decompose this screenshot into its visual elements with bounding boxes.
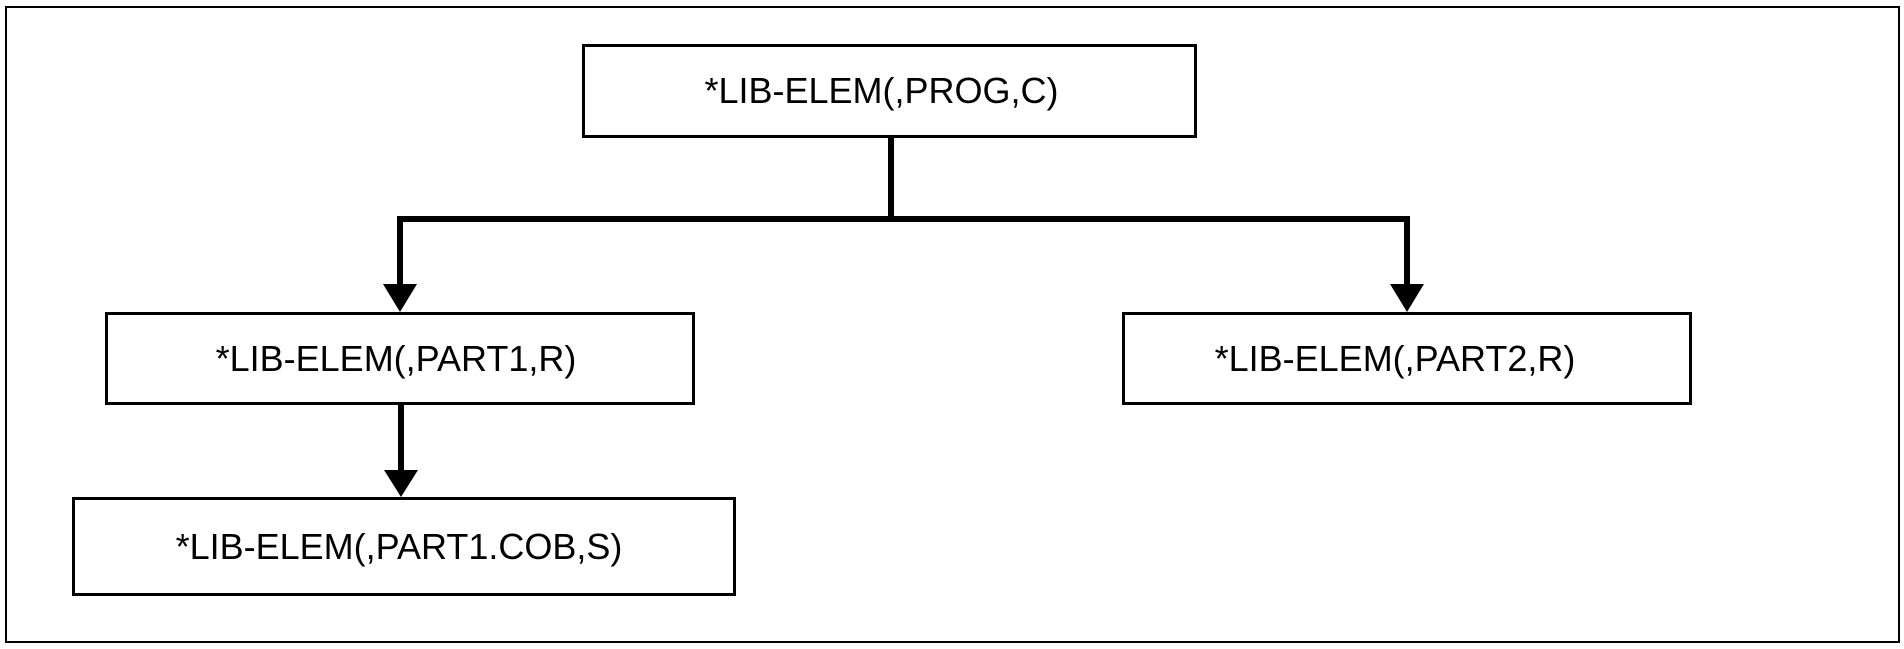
- node-part1-cob-label: *LIB-ELEM(,PART1.COB,S): [175, 525, 623, 567]
- node-part1-label: *LIB-ELEM(,PART1,R): [215, 337, 577, 379]
- node-root: *LIB-ELEM(,PROG,C): [582, 44, 1197, 138]
- node-part1: *LIB-ELEM(,PART1,R): [105, 312, 695, 405]
- node-part2: *LIB-ELEM(,PART2,R): [1122, 312, 1692, 405]
- node-part2-label: *LIB-ELEM(,PART2,R): [1214, 337, 1576, 379]
- node-root-label: *LIB-ELEM(,PROG,C): [704, 70, 1059, 111]
- node-part1-cob: *LIB-ELEM(,PART1.COB,S): [72, 497, 736, 596]
- arrowhead-part2: [1390, 284, 1424, 312]
- arrowhead-part1cob: [384, 470, 418, 497]
- diagram-frame: [5, 6, 1900, 643]
- arrowhead-part1: [383, 284, 417, 312]
